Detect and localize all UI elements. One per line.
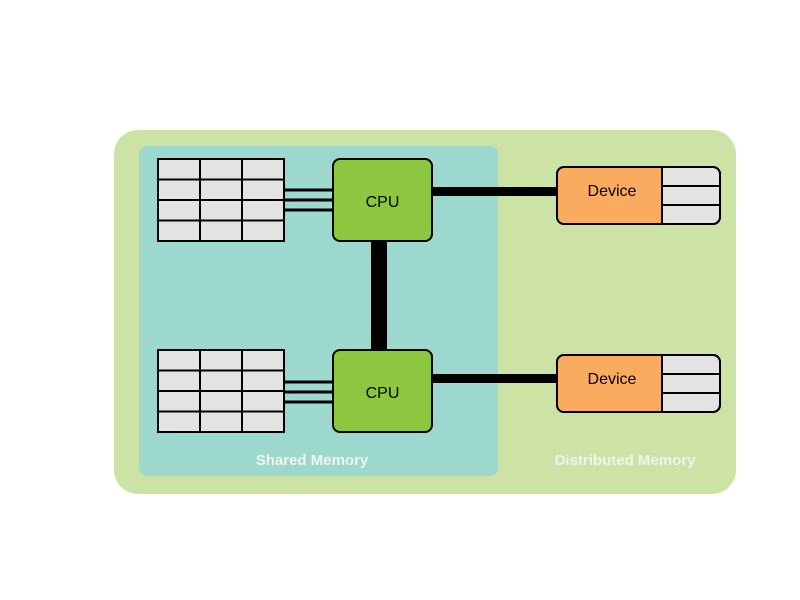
cpu-device-link-bottom bbox=[432, 374, 558, 383]
memory-grid-icon bbox=[157, 158, 285, 242]
cpu-label: CPU bbox=[366, 385, 400, 402]
memory-cell bbox=[199, 410, 243, 433]
memory-cell bbox=[241, 349, 285, 372]
memory-cell bbox=[199, 178, 243, 201]
memory-cell bbox=[157, 199, 201, 222]
memory-cell bbox=[157, 390, 201, 413]
memory-bus-bottom bbox=[285, 380, 334, 404]
device-node-top: Device bbox=[556, 166, 721, 225]
device-node-bottom: Device bbox=[556, 354, 721, 413]
memory-cell bbox=[241, 390, 285, 413]
memory-cell bbox=[241, 178, 285, 201]
memory-cell bbox=[157, 369, 201, 392]
cpu-node-bottom: CPU bbox=[332, 349, 433, 433]
memory-cell bbox=[241, 219, 285, 242]
shared-memory-label: Shared Memory bbox=[256, 452, 369, 469]
memory-cell bbox=[241, 369, 285, 392]
memory-grid-icon bbox=[157, 349, 285, 433]
memory-cell bbox=[157, 410, 201, 433]
memory-cell bbox=[157, 178, 201, 201]
memory-cell bbox=[199, 349, 243, 372]
memory-cell bbox=[241, 158, 285, 181]
memory-cell bbox=[157, 219, 201, 242]
memory-cell bbox=[241, 410, 285, 433]
cpu-interconnect bbox=[371, 240, 387, 352]
memory-cell bbox=[199, 219, 243, 242]
cpu-device-link-top bbox=[432, 187, 558, 196]
memory-cell bbox=[199, 390, 243, 413]
memory-cell bbox=[157, 349, 201, 372]
cpu-node-top: CPU bbox=[332, 158, 433, 242]
cpu-label: CPU bbox=[366, 194, 400, 211]
device-label: Device bbox=[588, 371, 637, 388]
memory-cell bbox=[199, 158, 243, 181]
memory-cell bbox=[157, 158, 201, 181]
memory-cell bbox=[241, 199, 285, 222]
distributed-memory-label: Distributed Memory bbox=[555, 452, 697, 469]
memory-bus-top bbox=[285, 188, 334, 212]
memory-cell bbox=[199, 369, 243, 392]
device-label: Device bbox=[588, 183, 637, 200]
memory-cell bbox=[199, 199, 243, 222]
